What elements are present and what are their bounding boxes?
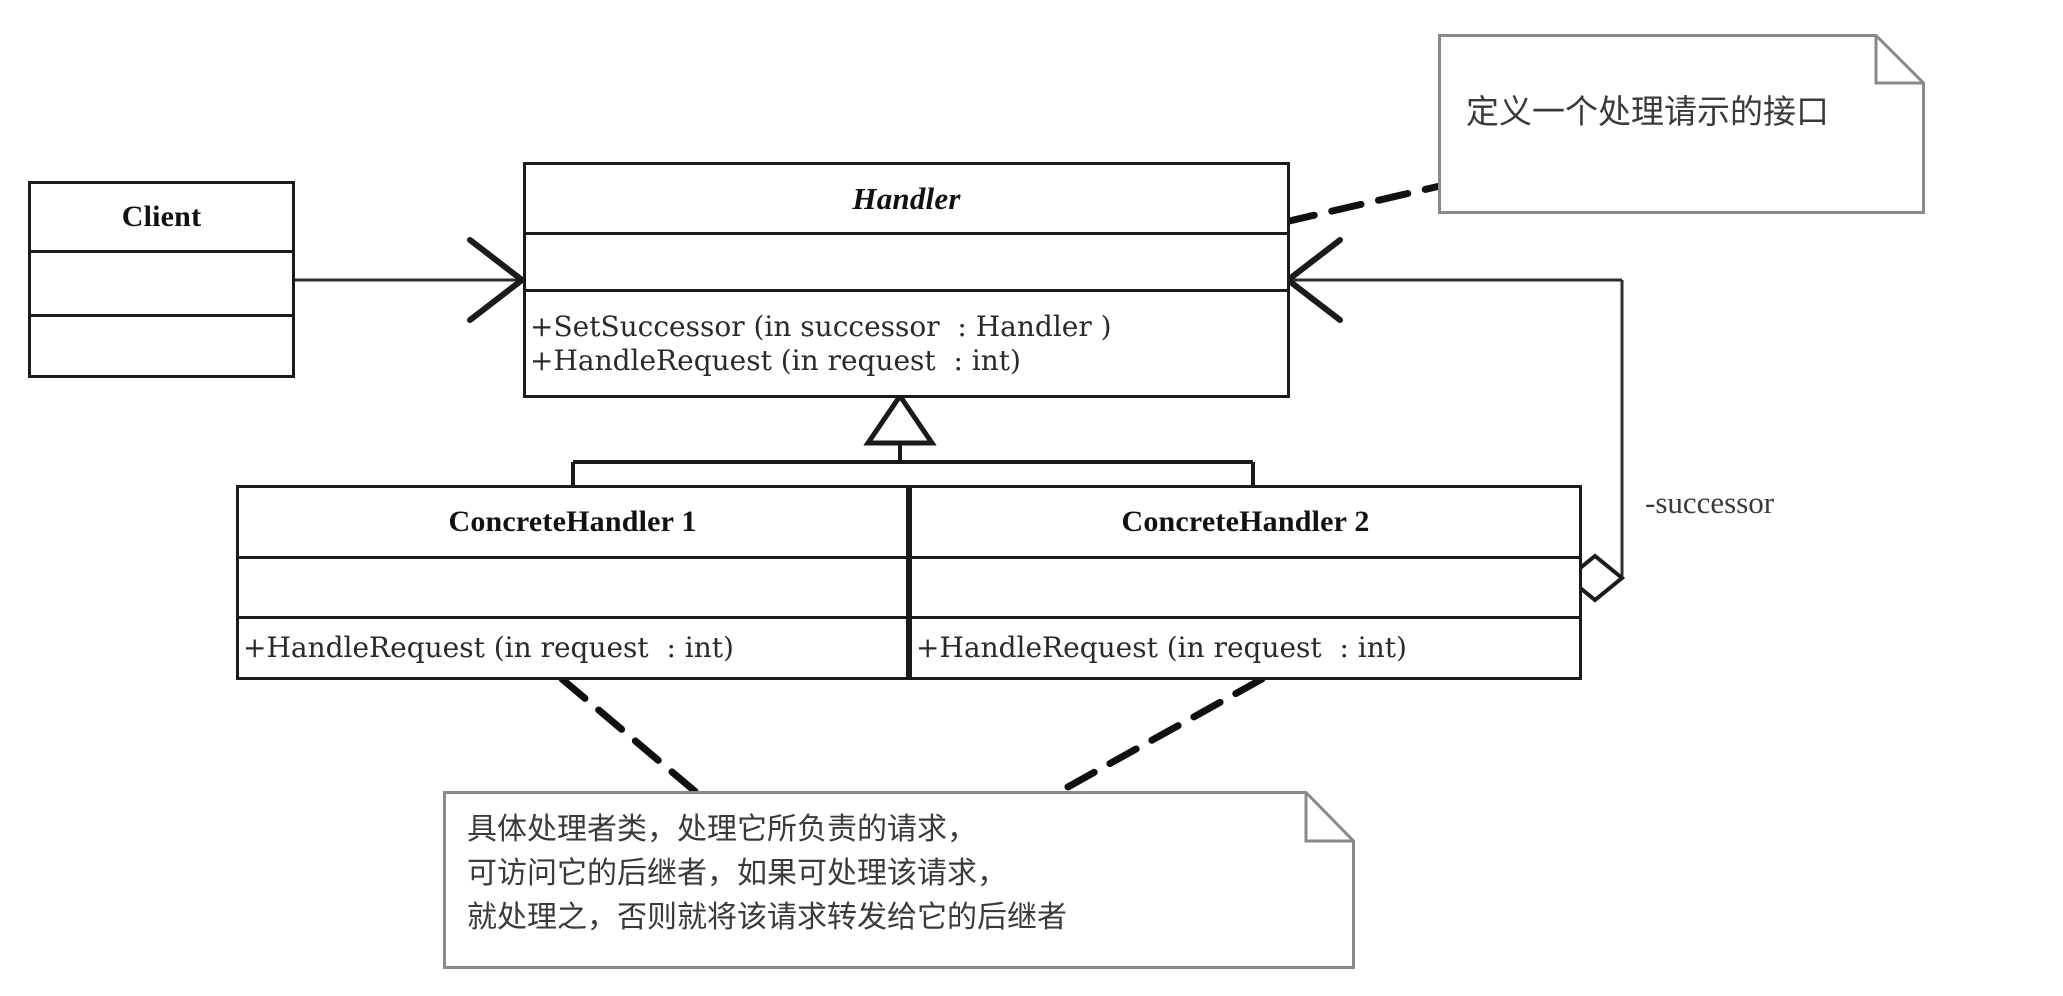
operation-row: +HandleRequest (in request : int) — [243, 631, 734, 665]
relation-label-successor: -successor — [1645, 485, 1775, 520]
operation-row: +HandleRequest (in request : int) — [916, 631, 1407, 665]
class-name-handler: Handler — [852, 180, 961, 216]
edge-generalization-tree — [571, 391, 1255, 485]
note-shape — [1438, 34, 1925, 214]
note-shape — [443, 791, 1355, 969]
operation-row: +SetSuccessor (in successor : Handler ) — [530, 310, 1112, 344]
note-handler[interactable]: 定义一个处理请示的接口 — [1438, 34, 1925, 214]
class-box-handler[interactable]: Handler +SetSuccessor (in successor : Ha… — [523, 162, 1290, 398]
class-operations-concrete-handler-2: +HandleRequest (in request : int) — [912, 616, 1579, 677]
class-box-concrete-handler-1[interactable]: ConcreteHandler 1 +HandleRequest (in req… — [236, 485, 909, 680]
class-operations-handler: +SetSuccessor (in successor : Handler ) … — [526, 289, 1287, 395]
class-operations-client — [31, 314, 292, 375]
note-handler-text: 定义一个处理请示的接口 — [1466, 92, 1829, 131]
note-concrete-handlers[interactable]: 具体处理者类，处理它所负责的请求， 可访问它的后继者，如果可处理该请求， 就处理… — [443, 791, 1355, 969]
operation-row: +HandleRequest (in request : int) — [530, 343, 1021, 377]
class-name-concrete-handler-2: ConcreteHandler 2 — [1121, 505, 1370, 538]
class-name-concrete-handler-1: ConcreteHandler 1 — [448, 505, 697, 538]
note-concrete-handlers-text: 具体处理者类，处理它所负责的请求， 可访问它的后继者，如果可处理该请求， 就处理… — [467, 812, 1067, 935]
class-box-client[interactable]: Client — [28, 181, 295, 378]
class-attributes-concrete-handler-1 — [239, 556, 906, 616]
edge-note-handler-link — [1281, 182, 1444, 226]
class-box-concrete-handler-2[interactable]: ConcreteHandler 2 +HandleRequest (in req… — [909, 485, 1582, 680]
class-operations-concrete-handler-1: +HandleRequest (in request : int) — [239, 616, 906, 677]
edge-client-to-handler — [295, 237, 527, 323]
class-name-client: Client — [121, 200, 202, 233]
class-attributes-handler — [526, 232, 1287, 289]
edge-note-concrete-link-2 — [1053, 675, 1266, 797]
class-attributes-client — [31, 250, 292, 314]
edge-note-concrete-link-1 — [558, 675, 701, 797]
class-attributes-concrete-handler-2 — [912, 556, 1579, 616]
